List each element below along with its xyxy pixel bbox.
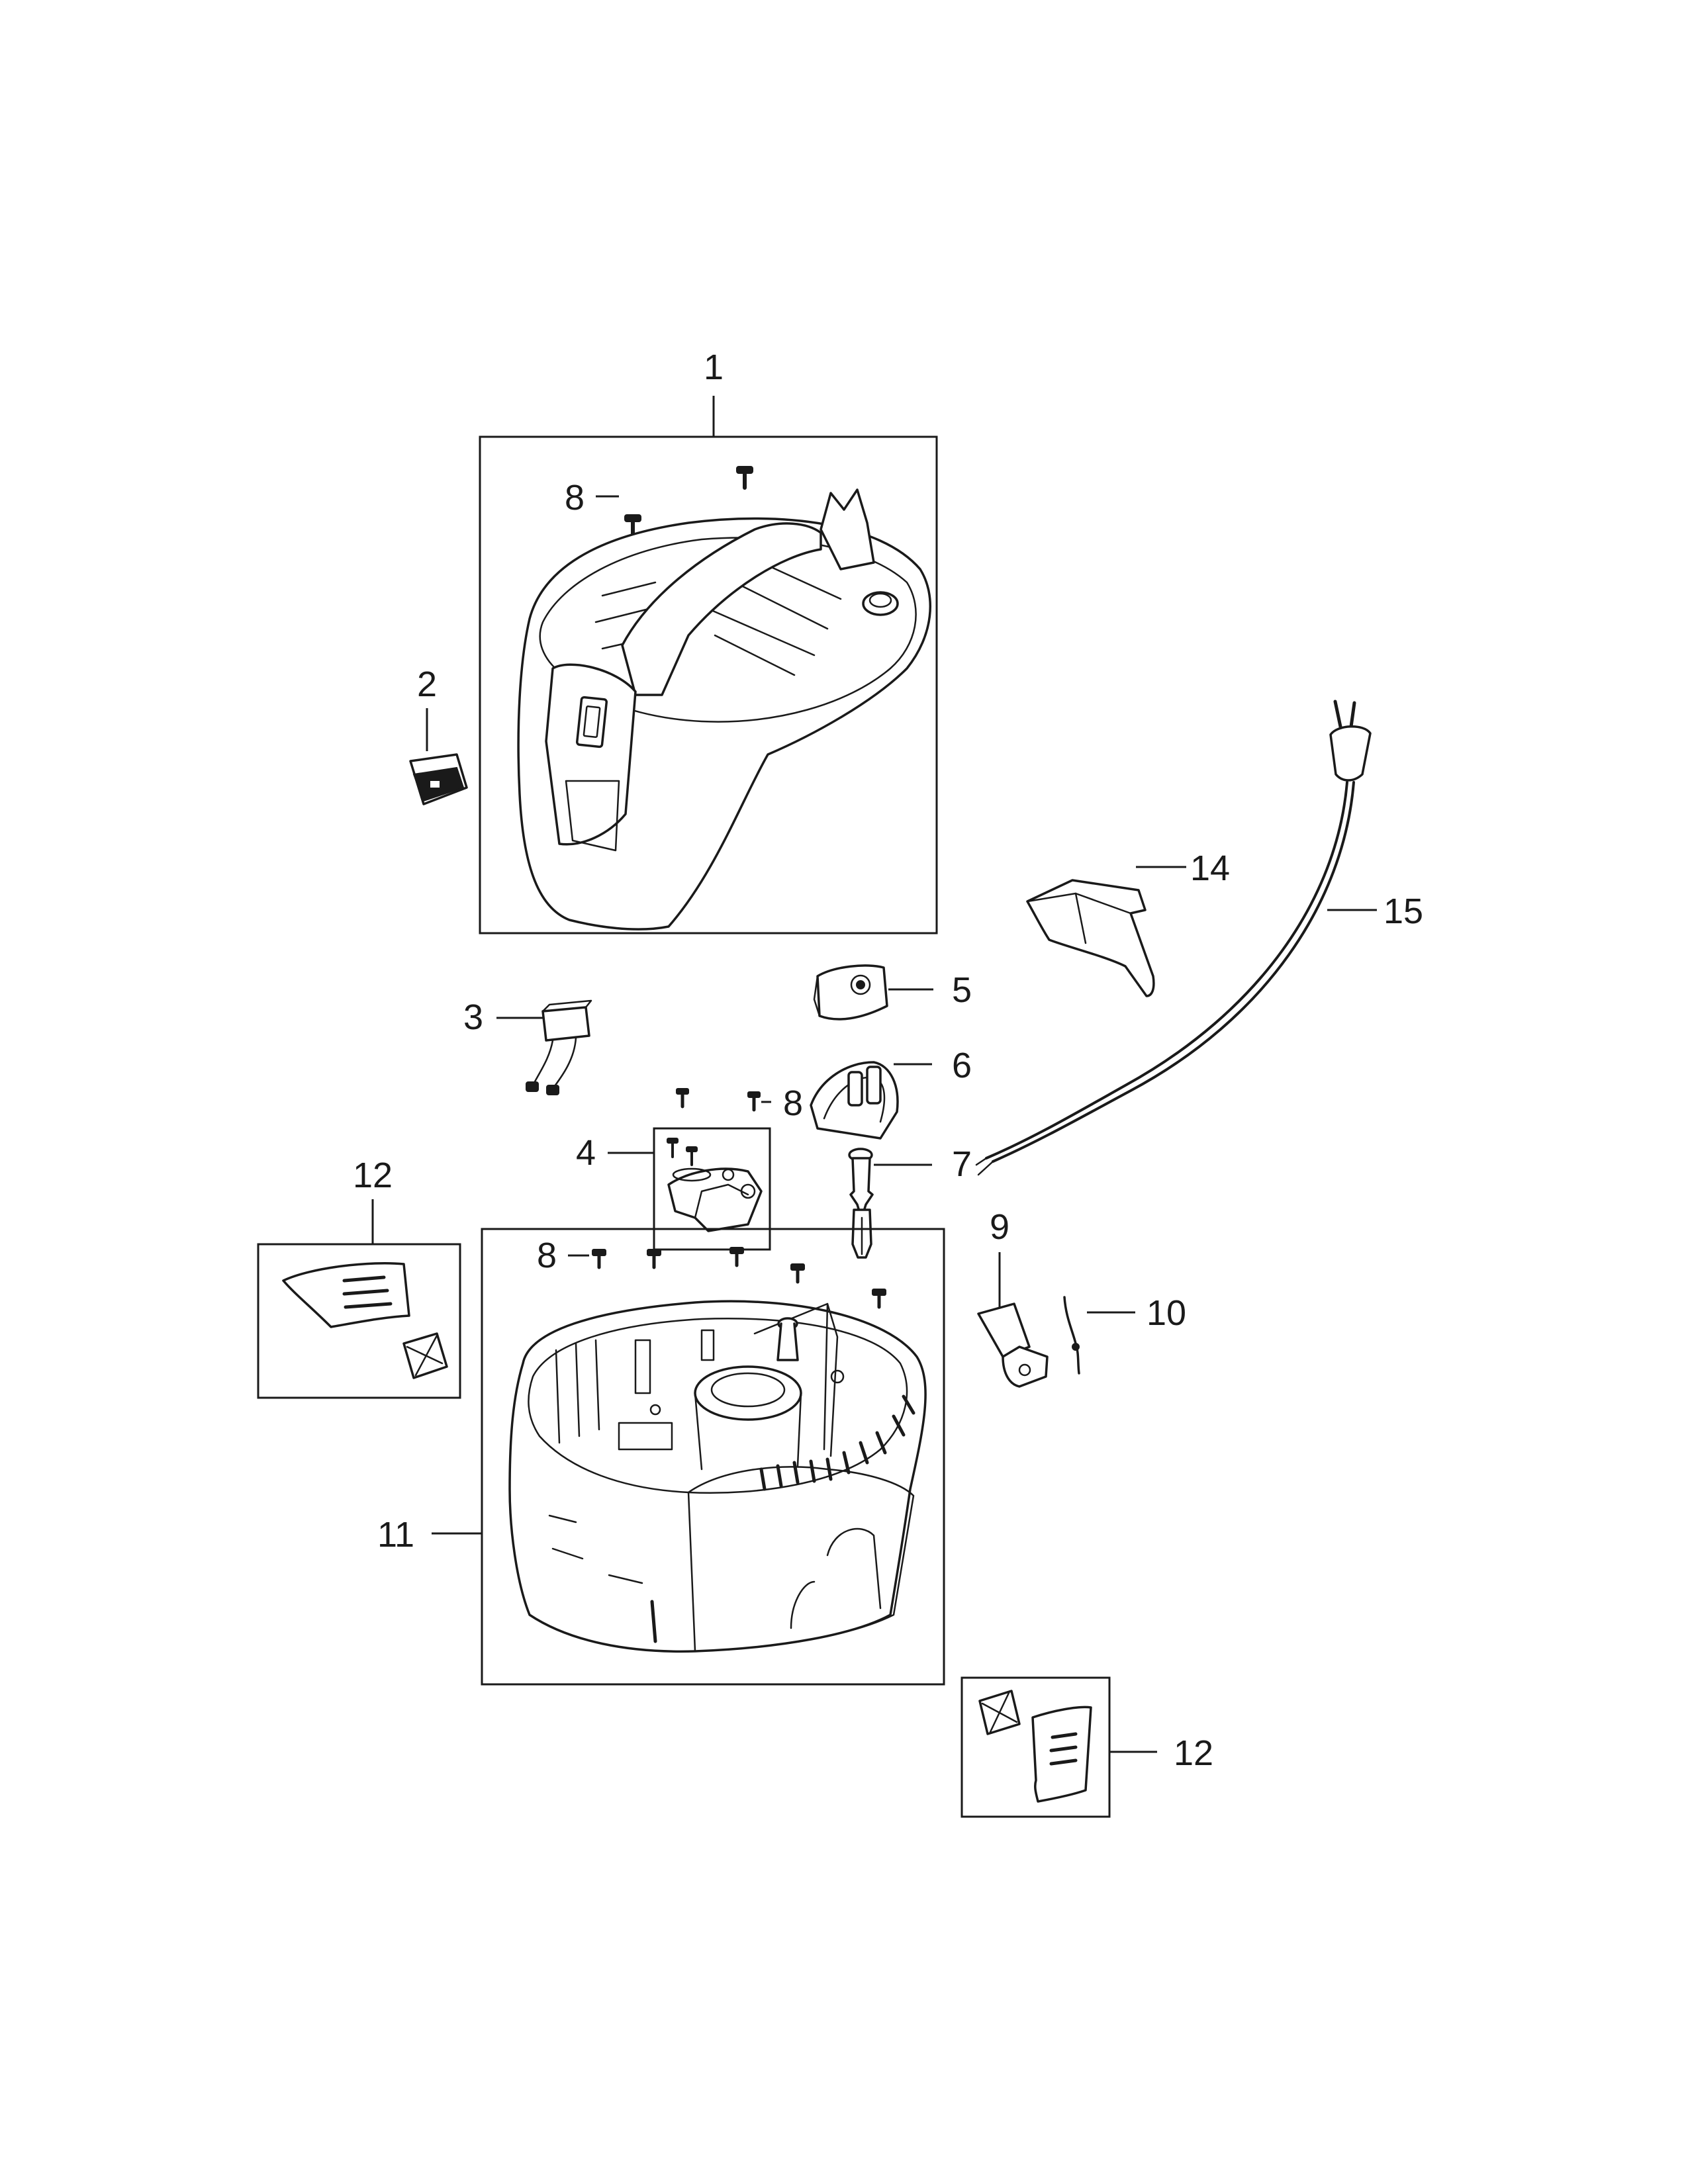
part-1-top-housing: 1 8 <box>479 347 938 934</box>
screw-icon <box>592 1249 606 1269</box>
callout-4: 4 <box>576 1133 596 1173</box>
callout-2: 2 <box>417 664 437 704</box>
capacitor-body <box>541 1006 590 1042</box>
housing-switch-panel <box>545 663 637 846</box>
callout-6: 6 <box>952 1046 972 1085</box>
part-1-frame <box>479 435 938 934</box>
part-2-switch: 2 <box>409 664 468 805</box>
callout-9: 9 <box>990 1207 1009 1247</box>
part-5-knob-cap: 5 <box>813 964 972 1021</box>
housing-handle <box>621 522 822 696</box>
part-9-clip: 9 <box>977 1207 1049 1388</box>
part-4-bracket: 4 <box>576 1127 771 1251</box>
bracket-body <box>667 1167 763 1232</box>
housing-switch-slot <box>575 696 608 749</box>
callout-5: 5 <box>952 970 972 1010</box>
callout-7: 7 <box>952 1144 972 1184</box>
knob-cap-body <box>816 964 888 1021</box>
part-12-grille-left: 12 <box>257 1156 461 1399</box>
part-3-capacitor: 3 <box>463 997 592 1095</box>
screw-icon <box>790 1263 805 1284</box>
part-11-frame <box>481 1228 945 1686</box>
screw-icon <box>729 1247 744 1267</box>
callout-15: 15 <box>1383 891 1423 931</box>
housing-post <box>820 488 875 570</box>
callout-1: 1 <box>704 347 724 387</box>
callout-8-top: 8 <box>565 478 585 518</box>
part-12-right-frame <box>961 1676 1111 1818</box>
cover-body <box>1026 879 1155 997</box>
callout-12-left: 12 <box>353 1156 393 1195</box>
part-11-base-housing: 11 8 <box>377 1228 945 1686</box>
part-12-left-frame <box>257 1243 461 1399</box>
screw-icon <box>736 466 753 490</box>
grille-plate <box>1031 1706 1092 1803</box>
callout-8-bottom: 8 <box>537 1236 557 1275</box>
shaft-head <box>849 1157 874 1212</box>
callout-12-right: 12 <box>1174 1733 1213 1773</box>
base-side-vents <box>759 1394 915 1491</box>
part-15-power-cord: 15 <box>975 700 1423 1176</box>
base-center-cylinder <box>694 1365 802 1421</box>
screw-icon <box>667 1138 679 1158</box>
housing-knob <box>862 591 899 616</box>
part-6-knob-base: 6 <box>810 1046 972 1140</box>
part-4-frame <box>653 1127 771 1251</box>
callout-14: 14 <box>1190 848 1230 888</box>
part-10-wire-spring: 10 <box>1063 1293 1186 1375</box>
part-7-shaft: 7 <box>848 1144 972 1259</box>
screw-icon <box>647 1249 661 1269</box>
callout-10: 10 <box>1147 1293 1186 1333</box>
callout-11: 11 <box>377 1515 414 1555</box>
screw-icon <box>872 1289 886 1309</box>
plug-body <box>1329 725 1372 782</box>
clip-base <box>1002 1345 1049 1388</box>
callout-8-middle: 8 <box>783 1083 803 1123</box>
housing-body <box>517 517 931 931</box>
screw-icon <box>747 1091 761 1112</box>
clip-plate <box>977 1302 1031 1358</box>
part-12-grille-right: 12 <box>961 1676 1213 1818</box>
callout-3: 3 <box>463 997 483 1037</box>
screw-icon <box>686 1146 698 1166</box>
part-14-cover: 14 <box>1026 848 1230 997</box>
base-body <box>508 1300 927 1653</box>
screw-icon <box>676 1088 689 1109</box>
